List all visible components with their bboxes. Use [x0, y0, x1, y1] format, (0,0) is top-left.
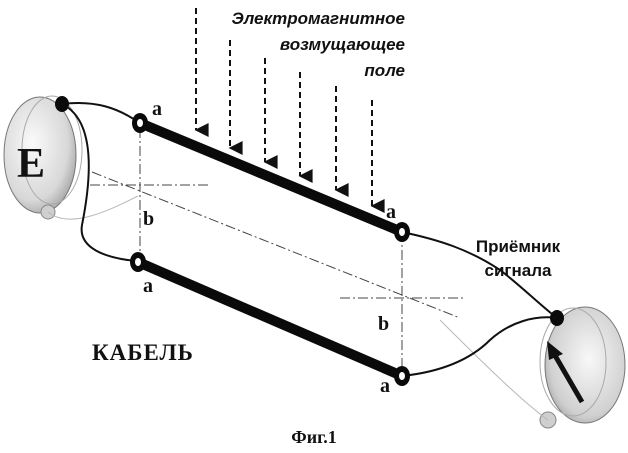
label-a-lower-right: a	[380, 375, 390, 397]
label-a-upper-left: a	[152, 98, 162, 120]
signal-receiver	[540, 307, 625, 428]
cable-conductors	[138, 123, 402, 376]
figure-caption: Фиг.1	[291, 427, 336, 447]
receiver-label: Приёмник сигнала	[476, 237, 561, 280]
upper-conductor	[140, 123, 402, 232]
field-label: Электромагнитное возмущающее поле	[231, 9, 405, 80]
secondary-wires	[48, 196, 548, 420]
reference-lines	[90, 128, 465, 372]
signal-source: E	[4, 96, 82, 219]
label-a-lower-left: a	[143, 275, 153, 297]
source-label: E	[17, 141, 45, 187]
receiver-top-terminal	[550, 310, 564, 326]
field-label-line-1: Электромагнитное	[231, 9, 405, 28]
label-b-right: b	[378, 313, 389, 335]
field-label-line-2: возмущающее	[280, 35, 405, 54]
source-top-terminal	[55, 96, 69, 112]
field-label-line-3: поле	[364, 61, 405, 80]
cable-label: КАБЕЛЬ	[92, 340, 194, 365]
receiver-label-line-2: сигнала	[485, 261, 553, 280]
label-b-left: b	[143, 208, 154, 230]
label-a-upper-right: a	[386, 201, 396, 223]
receiver-label-line-1: Приёмник	[476, 237, 561, 256]
